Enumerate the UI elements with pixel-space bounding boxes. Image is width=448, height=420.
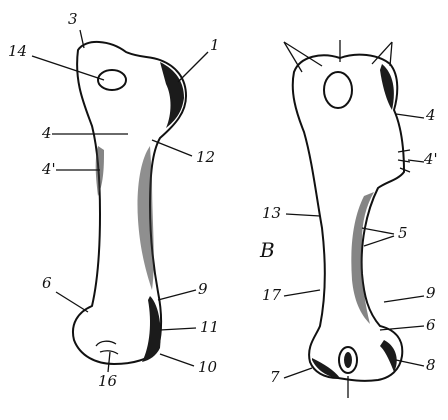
leader-11 [160, 328, 196, 330]
leader-1 [178, 52, 208, 82]
leader-5a [362, 228, 394, 234]
label-9-left: 9 [198, 282, 208, 297]
label-4-right: 4 [426, 108, 436, 123]
right-head-outline [324, 72, 352, 108]
view-letter-B: B [260, 240, 275, 260]
left-bone [32, 30, 208, 372]
label-12: 12 [196, 150, 215, 165]
leader-13 [286, 214, 320, 216]
label-5: 5 [398, 226, 408, 241]
label-13: 13 [262, 206, 281, 221]
label-1: 1 [210, 38, 220, 53]
label-6-right: 6 [426, 318, 436, 333]
right-fossa-inner [344, 352, 352, 368]
leader-6-left [56, 292, 88, 312]
leader-top-e [390, 42, 392, 66]
leader-5b [364, 236, 394, 246]
leader-9-left [158, 290, 196, 300]
leader-9-right [384, 296, 424, 302]
label-6-left: 6 [42, 276, 52, 291]
leader-10 [160, 354, 194, 366]
leader-17 [284, 290, 320, 296]
label-4prime-right: 4' [424, 152, 438, 167]
label-7: 7 [270, 370, 280, 385]
label-8: 8 [426, 358, 436, 373]
leader-top-a [284, 42, 302, 72]
label-10: 10 [198, 360, 217, 375]
label-16: 16 [98, 374, 117, 389]
right-bone [284, 40, 424, 398]
leader-4prime-right [408, 160, 424, 162]
leader-4-right [396, 114, 424, 118]
label-11: 11 [200, 320, 219, 335]
label-9-right: 9 [426, 286, 436, 301]
leader-12 [152, 140, 192, 156]
label-3: 3 [68, 12, 78, 27]
leader-7 [284, 368, 312, 378]
label-14: 14 [8, 44, 27, 59]
label-4prime-left: 4' [42, 162, 56, 177]
label-17: 17 [262, 288, 281, 303]
label-4-left: 4 [42, 126, 52, 141]
